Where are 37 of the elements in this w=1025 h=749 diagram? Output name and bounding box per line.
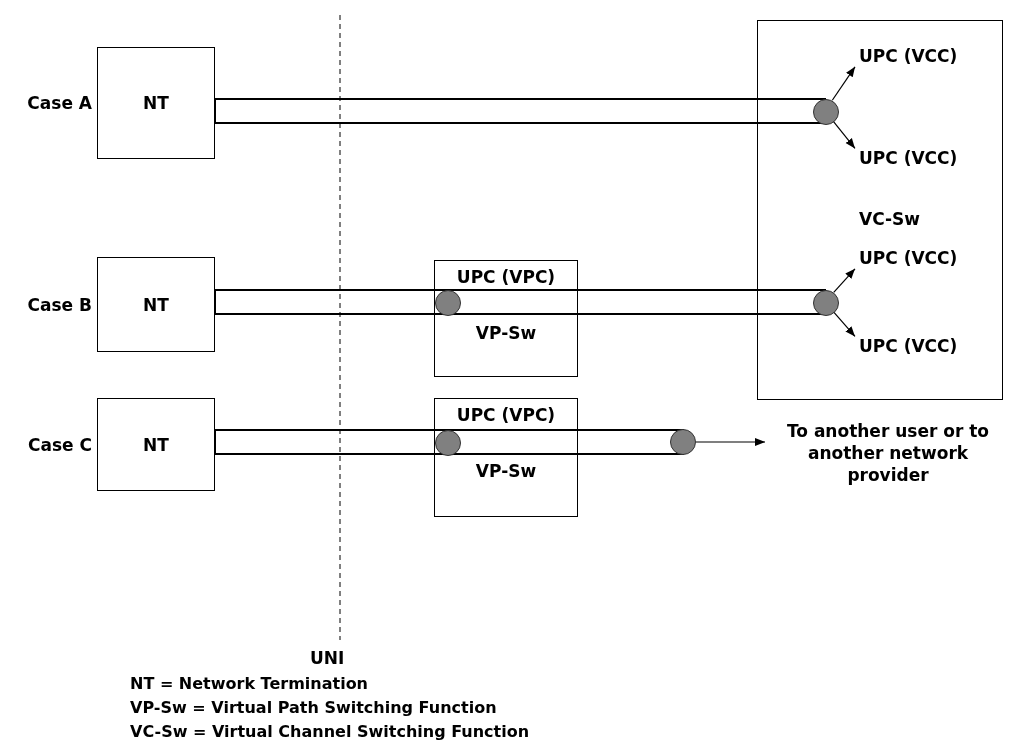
junction-circle	[670, 429, 696, 455]
case-label: Case C	[28, 434, 92, 455]
destination-label: To another user or to another network provider	[768, 420, 1008, 500]
legend-definition: VC-Sw = Virtual Channel Switching Function	[130, 722, 530, 741]
junction-circle	[813, 99, 839, 125]
output-label: UPC (VCC)	[859, 335, 1004, 359]
case-label: Case B	[27, 294, 92, 315]
boundary-label: UNI	[310, 648, 345, 668]
box-label: NT	[142, 93, 170, 113]
switch-box	[757, 20, 1003, 400]
double-line-connector	[214, 429, 448, 455]
arrow	[832, 311, 856, 337]
case-label: Case A	[27, 93, 92, 113]
output-label: UPC (VCC)	[859, 147, 1004, 171]
double-line-connector	[446, 289, 826, 315]
box-label: NT	[142, 434, 170, 455]
switch-box	[434, 398, 578, 517]
double-line-connector	[214, 98, 826, 124]
legend-definition: VP-Sw = Virtual Path Switching Function	[130, 698, 497, 717]
double-line-connector	[214, 289, 448, 315]
box-label: UPC (VPC)	[455, 267, 557, 287]
output-label: UPC (VCC)	[859, 45, 1004, 69]
arrow	[695, 438, 766, 446]
legend-definition: NT = Network Termination	[130, 674, 368, 693]
box-label: NT	[142, 294, 170, 315]
box-label: VC-Sw	[859, 209, 921, 229]
switch-box	[434, 260, 578, 377]
junction-circle	[813, 290, 839, 316]
arrow	[832, 120, 856, 149]
junction-circle	[435, 290, 461, 316]
arrow	[831, 66, 856, 101]
box-label: UPC (VPC)	[455, 405, 557, 425]
box-label: VP-Sw	[474, 461, 538, 481]
output-label: UPC (VCC)	[859, 247, 1004, 271]
box-label: VP-Sw	[474, 323, 538, 343]
arrow	[833, 268, 856, 293]
junction-circle	[435, 430, 461, 456]
